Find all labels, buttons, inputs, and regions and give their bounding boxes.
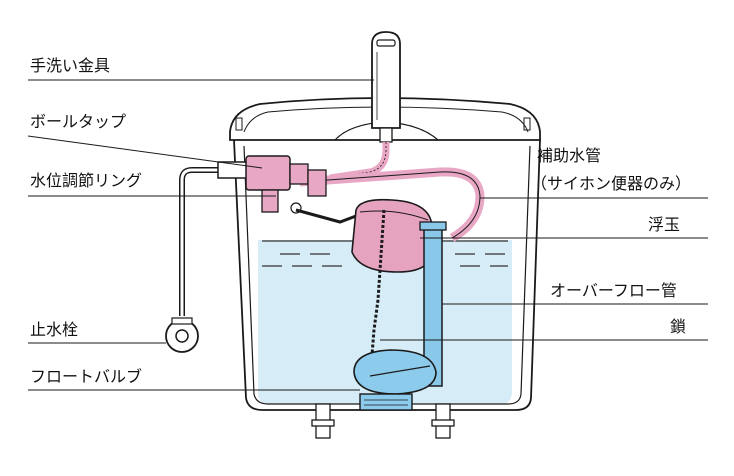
label-refill-tube-note: （サイホン便器のみ） — [531, 174, 692, 193]
label-float-ball: 浮玉 — [648, 215, 681, 234]
float-ball-fixture — [351, 198, 433, 273]
chain-links — [370, 209, 386, 356]
label-stop-valve: 止水栓 — [30, 320, 79, 339]
faucet-fixture — [371, 31, 401, 143]
label-overflow-pipe: オーバーフロー管 — [550, 281, 677, 300]
mounting-bolts — [311, 403, 455, 439]
label-flapper-valve: フロートバルブ — [30, 367, 143, 386]
tank-water — [258, 240, 512, 404]
leader-lines — [27, 79, 708, 391]
label-ball-tap: ボールタップ — [30, 112, 127, 131]
overflow-pipe-fixture — [419, 221, 447, 387]
label-water-level-ring: 水位調節リング — [30, 171, 143, 190]
supply-pipe — [179, 167, 222, 316]
label-refill-tube: 補助水管 — [537, 146, 602, 165]
label-chain: 鎖 — [670, 317, 687, 336]
flapper-valve-fixture — [353, 349, 437, 411]
label-faucet: 手洗い金具 — [30, 56, 111, 75]
ball-tap-fixture — [217, 155, 327, 214]
stop-valve-fixture — [165, 317, 199, 353]
